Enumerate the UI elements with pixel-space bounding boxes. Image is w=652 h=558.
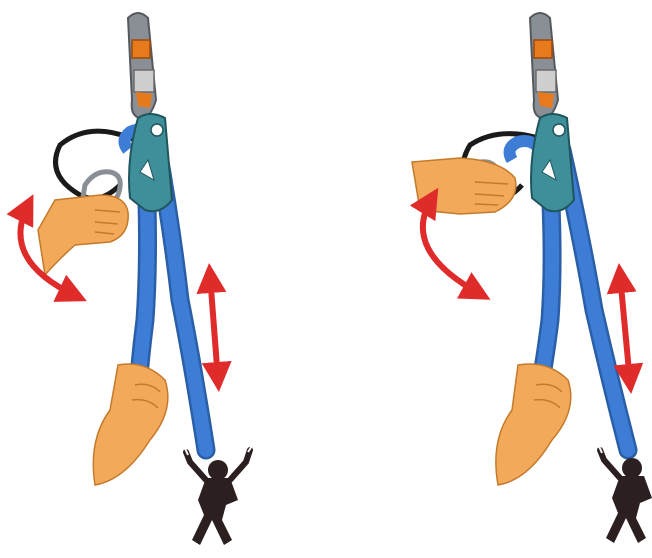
belay-device-icon	[129, 114, 172, 211]
rope-direction-arrow-icon	[620, 275, 630, 382]
panel-right	[412, 13, 652, 543]
hand-brake-icon	[496, 364, 571, 485]
top-carabiner-icon	[128, 13, 156, 118]
belay-device-icon	[531, 114, 574, 211]
rope-direction-arrow-icon	[210, 275, 218, 380]
hand-brake-icon	[93, 364, 168, 485]
panel-left	[20, 13, 254, 545]
hand-lever-icon	[38, 195, 128, 275]
top-carabiner-icon	[530, 13, 558, 118]
climber-icon	[184, 443, 254, 545]
